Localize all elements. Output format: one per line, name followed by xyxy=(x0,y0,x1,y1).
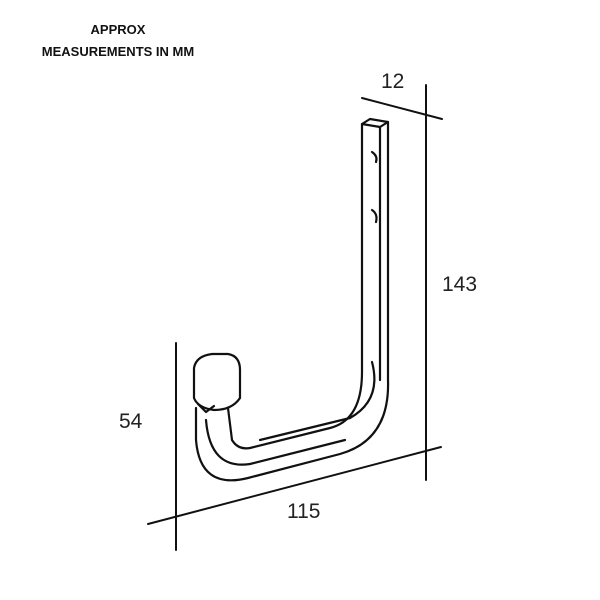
note-line-2: MEASUREMENTS IN MM xyxy=(41,44,195,59)
hook-body xyxy=(192,117,390,482)
length-dimension-line xyxy=(147,446,442,525)
length-label: 115 xyxy=(287,500,321,523)
height-label: 143 xyxy=(442,273,478,296)
depth-dimension-line xyxy=(361,97,443,120)
end-cap xyxy=(192,352,242,412)
depth-label: 12 xyxy=(381,70,405,93)
hook-height-label: 54 xyxy=(119,410,143,433)
note-line-1: APPROX xyxy=(90,22,146,37)
